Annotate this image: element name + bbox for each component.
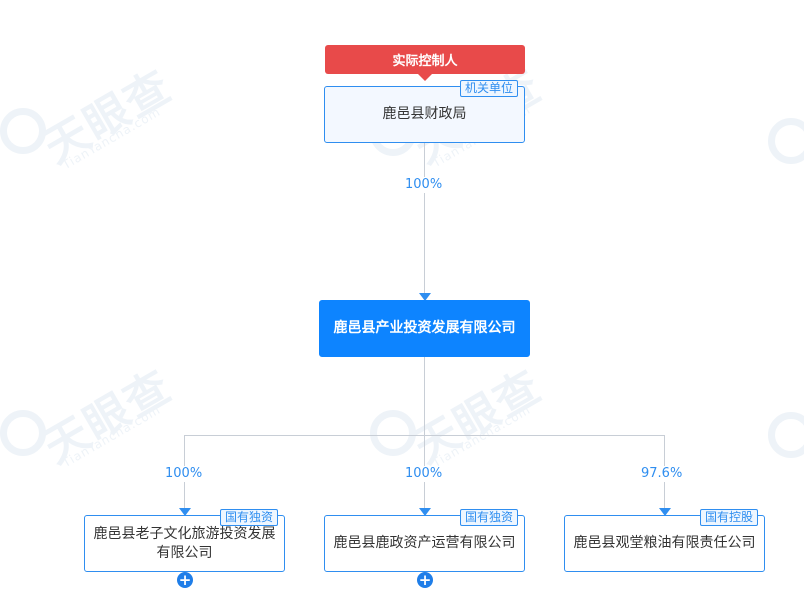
main-company-box[interactable]: 鹿邑县产业投资发展有限公司 xyxy=(319,300,530,357)
arrow-sub-1 xyxy=(179,508,191,516)
watermark-logo-icon xyxy=(0,108,46,154)
watermark-logo-icon xyxy=(768,118,804,164)
root-entity-tag: 机关单位 xyxy=(460,80,519,97)
expand-subsidiary-1-icon[interactable]: + xyxy=(177,571,193,589)
main-company-name: 鹿邑县产业投资发展有限公司 xyxy=(333,320,516,336)
share-sub-1: 100% xyxy=(163,466,205,482)
watermark-text: 天眼查 xyxy=(35,360,181,474)
share-sub-2: 100% xyxy=(403,466,445,482)
share-root-main: 100% xyxy=(403,177,445,193)
watermark-logo-icon xyxy=(0,410,46,456)
arrow-main xyxy=(419,293,431,301)
connector-root-main xyxy=(424,143,425,295)
watermark-text: 天眼查 xyxy=(35,60,181,174)
watermark-logo-icon xyxy=(768,412,804,458)
watermark-subtext: TianYancha.com xyxy=(430,402,534,471)
controller-badge-pointer xyxy=(418,74,432,81)
share-sub-3: 97.6% xyxy=(639,466,685,482)
subsidiary-tag-1: 国有独资 xyxy=(220,509,279,526)
watermark-subtext: TianYancha.com xyxy=(60,104,164,173)
subsidiary-box-3[interactable]: 鹿邑县观堂粮油有限责任公司 xyxy=(564,515,765,572)
subsidiary-tag-3: 国有控股 xyxy=(700,509,759,526)
subsidiary-tag-2: 国有独资 xyxy=(460,509,519,526)
watermark-logo-icon xyxy=(370,410,416,456)
subsidiary-name-3: 鹿邑县观堂粮油有限责任公司 xyxy=(573,535,756,551)
arrow-sub-3 xyxy=(659,508,671,516)
watermark-text: 天眼查 xyxy=(405,360,551,474)
subsidiary-name-1: 鹿邑县老子文化旅游投资发展有限公司 xyxy=(93,525,276,561)
root-entity-name: 鹿邑县财政局 xyxy=(382,106,467,122)
subsidiary-name-2: 鹿邑县鹿政资产运营有限公司 xyxy=(333,535,516,551)
expand-subsidiary-2-icon[interactable]: + xyxy=(417,571,433,589)
connector-main-down xyxy=(424,357,425,435)
arrow-sub-2 xyxy=(419,508,431,516)
controller-badge: 实际控制人 xyxy=(325,45,525,74)
watermark-subtext: TianYancha.com xyxy=(60,402,164,471)
subsidiary-box-2[interactable]: 鹿邑县鹿政资产运营有限公司 xyxy=(324,515,525,572)
